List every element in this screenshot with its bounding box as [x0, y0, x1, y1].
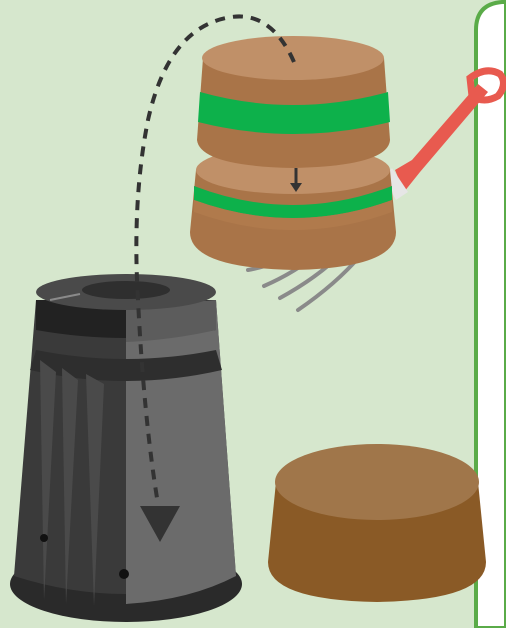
finished-compost-pile	[268, 444, 486, 602]
compost-bin	[10, 274, 242, 622]
compost-heap-upper	[197, 36, 390, 168]
